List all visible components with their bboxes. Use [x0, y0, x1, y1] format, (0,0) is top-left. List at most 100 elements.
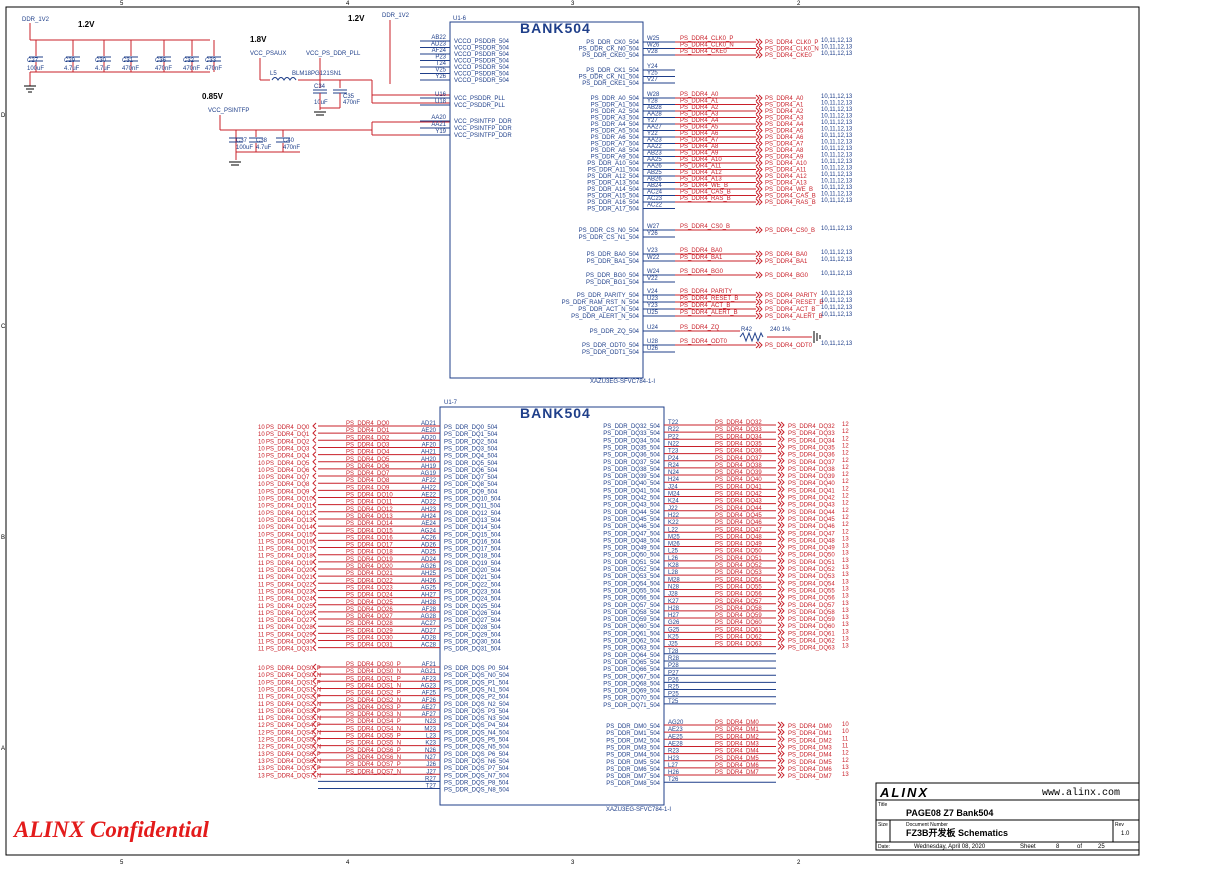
pin-name: PS_DDR_DQ65_504: [603, 660, 660, 666]
cap-value: 470nF: [122, 66, 139, 72]
sheet-ref: 11: [258, 716, 265, 722]
net-label: PS_DDR4_A6: [680, 131, 719, 137]
pin-number: AD21: [421, 421, 437, 427]
sheet-ref: 12: [842, 751, 849, 757]
sheet-ref: 12: [258, 730, 265, 736]
net-label: PS_DDR4_DQS1_P: [346, 676, 401, 682]
sheet-ref: 13: [842, 594, 849, 600]
pin-name: PS_DDR_DQ46_504: [603, 524, 660, 530]
size-label: Size: [878, 822, 888, 828]
offpage-arrow: [755, 291, 763, 299]
pin-number: AH21: [421, 450, 437, 456]
sheet-ref: 11: [258, 575, 265, 581]
sheet-ref: 13: [842, 608, 849, 614]
port-label: PS_DDR4_DQ52: [788, 567, 835, 573]
pin-number: T26: [668, 777, 679, 783]
port-label: PS_DDR4_A1: [765, 103, 804, 109]
offpage-arrow: [312, 608, 317, 616]
sheet-refs: 10,11,12,13: [821, 305, 853, 311]
port-label: PS_DDR4_DQ33: [788, 431, 835, 437]
port-label: PS_DDR4_DQ29: [266, 632, 313, 638]
pin-name: PS_DDR_DQ44_504: [603, 510, 660, 516]
net-label: PS_DDR4_DQS2_P: [346, 691, 401, 697]
net-label: PS_DDR4_CLK0_P: [680, 36, 733, 42]
sheet-ref: 13: [258, 752, 265, 758]
pin-number: L25: [668, 549, 679, 555]
net-label: PS_DDR4_DQ40: [715, 477, 762, 483]
offpage-arrow: [777, 743, 785, 750]
sheet-ref: 12: [842, 501, 849, 507]
offpage-arrow: [755, 107, 763, 115]
offpage-arrow: [312, 727, 317, 735]
sheet-ref: 11: [258, 597, 265, 603]
pin-name: PS_DDR_DQ55_504: [603, 588, 660, 594]
offpage-arrow: [755, 192, 763, 199]
cap-c35-ref: C35: [343, 94, 355, 100]
pin-number: AA20: [431, 115, 446, 121]
pin-name: PS_DDR_DQ22_504: [444, 582, 501, 588]
offpage-arrow: [312, 436, 317, 444]
port-label: PS_DDR4_DQS0_P: [266, 666, 321, 672]
pin-number: K22: [668, 520, 679, 526]
port-label: PS_DDR4_DQ60: [788, 624, 835, 630]
sheet-ref: 12: [842, 486, 849, 492]
net-label: PS_DDR4_DQS0_P: [346, 662, 401, 668]
pin-name: PS_DDR_DQ67_504: [603, 674, 660, 680]
net-label: PS_DDR4_WE_B: [680, 183, 728, 189]
pin-number: H27: [668, 613, 680, 619]
net-label: PS_DDR4_DM3: [715, 741, 759, 747]
offpage-arrow: [777, 543, 785, 550]
port-label: PS_DDR4_DQ38: [788, 467, 835, 473]
net-label: PS_DDR4_DQ20: [346, 564, 393, 570]
port-label: PS_DDR4_DQS7_N: [266, 773, 321, 779]
pin-number: T22: [668, 420, 679, 426]
pin-number: AE20: [421, 428, 436, 434]
sheet-refs: 10,11,12,13: [821, 114, 853, 120]
net-label: PS_DDR4_DQ37: [715, 456, 762, 462]
port-label: PS_DDR4_DQS3_N: [266, 716, 321, 722]
sheet-refs: 10,11,12,13: [821, 127, 853, 133]
sheet-ref: 13: [842, 586, 849, 592]
port-label: PS_DDR4_DQS6_P: [266, 752, 321, 758]
pin-name: PS_DDR_DQ16_504: [444, 539, 501, 545]
sheet-ref: 13: [842, 615, 849, 621]
net-label: PS_DDR4_A10: [680, 157, 722, 163]
sheet-refs: 10,11,12,13: [821, 185, 853, 191]
net-label: PS_DDR4_DQ23: [346, 585, 393, 591]
pin-name: VCCO_PSDDR_504: [454, 39, 510, 45]
port-label: PS_DDR4_DQ42: [788, 496, 835, 502]
offpage-arrow: [312, 749, 317, 757]
port-label: PS_DDR4_A11: [765, 168, 807, 174]
pin-number: J28: [668, 592, 678, 598]
pin-name: PS_DDR_BA0_504: [587, 252, 640, 258]
pin-name: PS_DDR_ODT0_504: [582, 343, 640, 349]
pin-name: PS_DDR_A0_504: [591, 96, 640, 102]
pin-name: PS_DDR_DQ23_504: [444, 589, 501, 595]
pin-name: PS_DDR_CK1_504: [586, 68, 639, 74]
port-label: PS_DDR4_DQS2_P: [266, 695, 321, 701]
pin-name: PS_DDR_A8_504: [591, 148, 640, 154]
sheet-ref: 10: [258, 446, 265, 452]
net-label: PS_DDR4_DQ39: [715, 470, 762, 476]
pin-name: PS_DDR_DM6_504: [606, 767, 660, 773]
pin-number: AB26: [647, 177, 662, 183]
net-label: PS_DDR4_DQ42: [715, 492, 762, 498]
zone-left-b: B: [1, 535, 5, 541]
offpage-arrow: [777, 735, 785, 743]
zone-top-4: 4: [346, 1, 350, 7]
offpage-arrow: [755, 51, 763, 59]
sheet-ref: 11: [258, 582, 265, 588]
offpage-arrow: [312, 720, 317, 728]
pin-number: AG19: [421, 471, 437, 477]
sheet-ref: 10: [258, 468, 265, 474]
pin-number: P24: [668, 456, 679, 462]
res-r42-ref: R42: [741, 327, 753, 333]
pin-number: AE24: [421, 521, 436, 527]
offpage-arrow: [312, 763, 317, 771]
net-label: PS_DDR4_DQ36: [715, 449, 762, 455]
pin-number: AG23: [421, 683, 437, 689]
port-label: PS_DDR4_DM1: [788, 731, 832, 737]
pin-number: N28: [668, 584, 680, 590]
offpage-arrow: [755, 159, 763, 167]
sheet-ref: 10: [258, 518, 265, 524]
